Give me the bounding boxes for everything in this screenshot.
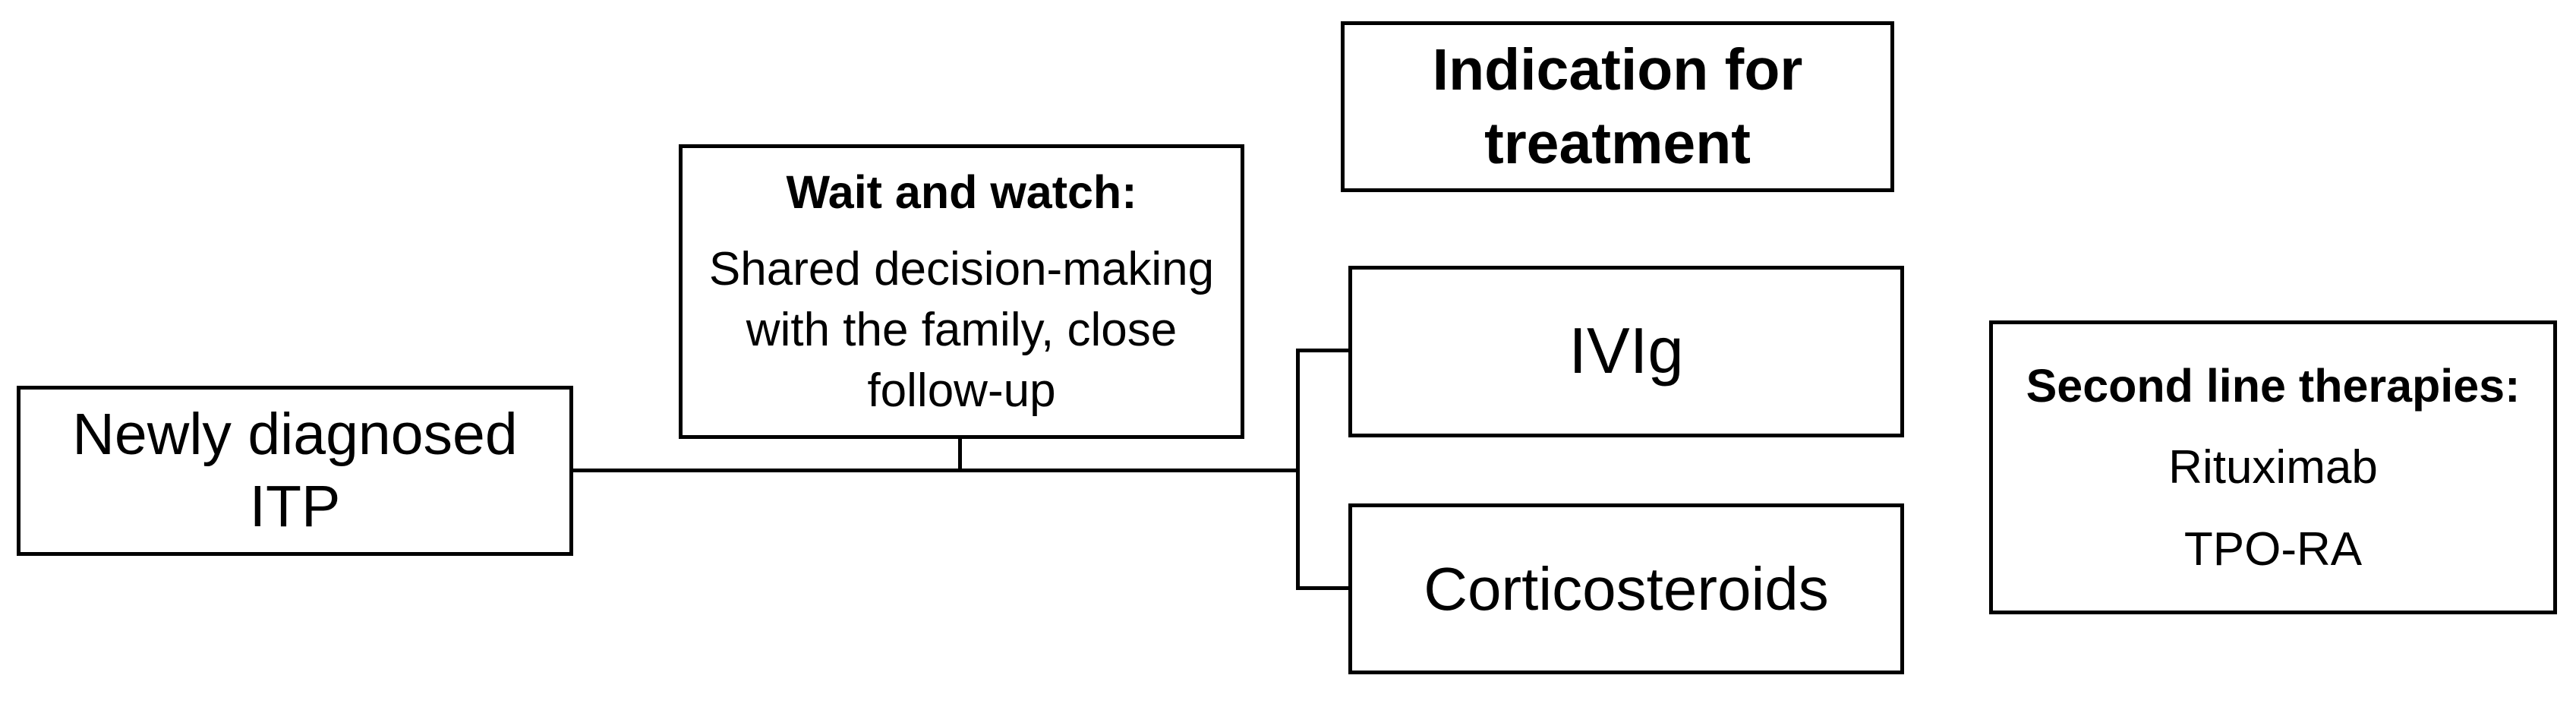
newly-diagnosed-itp-box: Newly diagnosed ITP bbox=[17, 386, 573, 556]
indication-line-1: Indication for bbox=[1432, 36, 1803, 103]
connector-branch-vertical bbox=[1296, 349, 1300, 590]
second-line-item-tpo-ra: TPO-RA bbox=[2183, 522, 2363, 576]
corticosteroids-label: Corticosteroids bbox=[1424, 554, 1829, 623]
indication-for-treatment-box: Indication for treatment bbox=[1341, 21, 1894, 192]
connector-branch-corticosteroids bbox=[1296, 586, 1348, 590]
wait-and-watch-line-1: Shared decision-making bbox=[708, 243, 1215, 295]
connector-wait-watch-stem bbox=[958, 439, 962, 472]
second-line-title: Second line therapies: bbox=[2026, 359, 2521, 412]
newly-diagnosed-line-1: Newly diagnosed bbox=[72, 402, 518, 467]
second-line-item-rituximab: Rituximab bbox=[2168, 440, 2378, 494]
corticosteroids-box: Corticosteroids bbox=[1348, 503, 1904, 674]
wait-and-watch-box: Wait and watch: Shared decision-making w… bbox=[679, 144, 1244, 439]
connector-main-horizontal bbox=[573, 469, 1300, 472]
ivig-box: IVIg bbox=[1348, 266, 1904, 437]
wait-and-watch-line-2: with the family, close bbox=[746, 304, 1178, 356]
indication-line-2: treatment bbox=[1484, 110, 1751, 176]
wait-and-watch-title: Wait and watch: bbox=[786, 166, 1137, 218]
ivig-label: IVIg bbox=[1569, 315, 1684, 387]
second-line-therapies-box: Second line therapies: Rituximab TPO-RA bbox=[1989, 320, 2557, 614]
wait-and-watch-line-3: follow-up bbox=[867, 364, 1056, 417]
connector-branch-ivig bbox=[1296, 349, 1348, 352]
newly-diagnosed-line-2: ITP bbox=[249, 474, 341, 539]
